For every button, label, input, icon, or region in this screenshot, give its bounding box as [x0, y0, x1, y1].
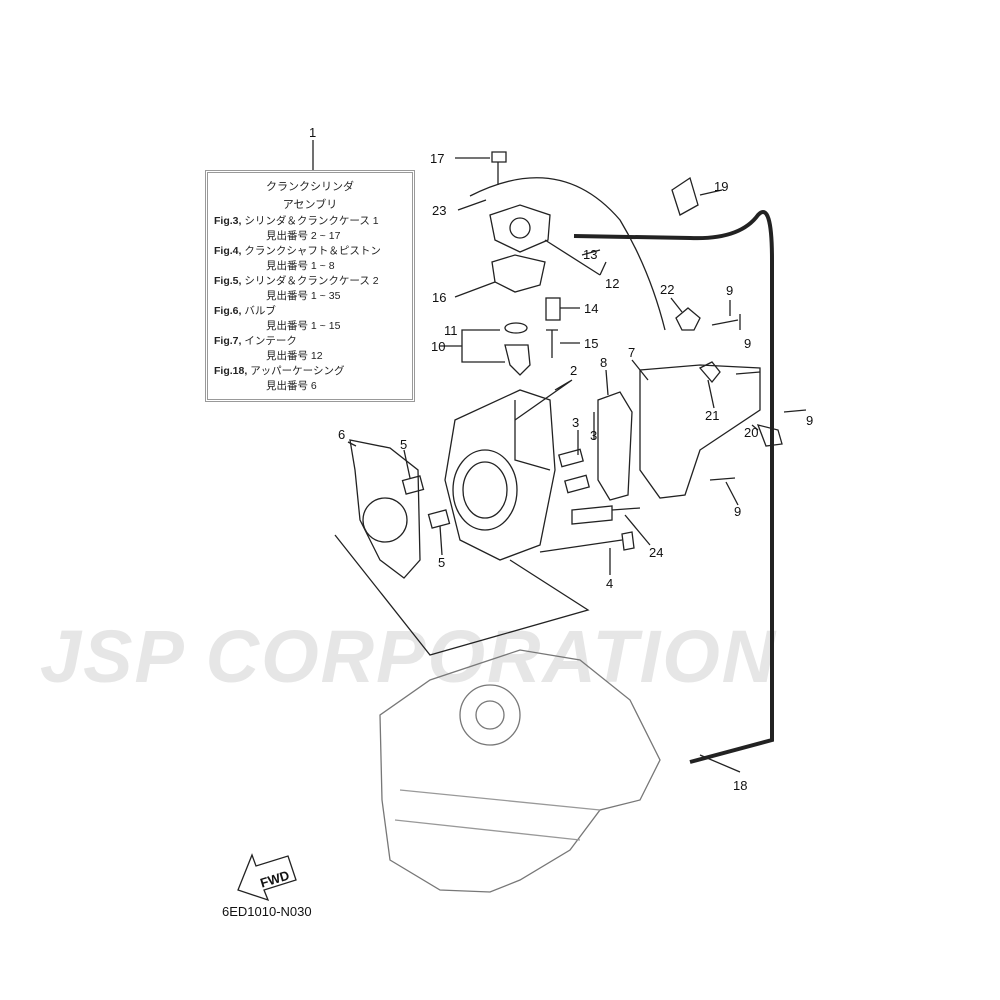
fig-ref: 見出番号 1 ~ 8: [266, 260, 335, 272]
callout-16: 16: [432, 290, 446, 305]
cylinder-head-cover: [639, 364, 761, 499]
fig-ref: 見出番号 1 ~ 15: [266, 320, 341, 332]
callout-14: 14: [584, 301, 598, 316]
legend-entry: Fig.3, シリンダ＆クランクケース 1: [214, 214, 406, 229]
callout-19: 19: [714, 179, 728, 194]
callout-numbers: 1 17 19 23 13 12 16 22 9 14 11 15 10 8 7…: [309, 125, 813, 793]
fig-number: Fig.7,: [214, 335, 242, 347]
callout-22: 22: [660, 282, 674, 297]
legend-entry: Fig.4, クランクシャフト＆ピストン: [214, 244, 406, 259]
fig-ref: 見出番号 6: [266, 380, 317, 392]
fig-number: Fig.5,: [214, 275, 242, 287]
fig-ref: 見出番号 12: [266, 350, 323, 362]
legend-entry: Fig.5, シリンダ＆クランクケース 2: [214, 274, 406, 289]
watermark: JSP CORPORATION: [40, 615, 777, 698]
fig-name: クランクシャフト＆ピストン: [244, 245, 381, 257]
fig-ref: 見出番号 2 ~ 17: [266, 230, 341, 242]
legend-entry: Fig.6, バルブ: [214, 304, 406, 319]
callout-5: 5: [438, 555, 445, 570]
diagram-code: 6ED1010-N030: [222, 904, 312, 919]
thermostat: [504, 344, 531, 376]
callout-18: 18: [733, 778, 747, 793]
callout-9: 9: [744, 336, 751, 351]
callout-12: 12: [605, 276, 619, 291]
callout-5: 5: [400, 437, 407, 452]
thermostat-cover: [489, 204, 551, 253]
legend-entry: Fig.7, インテーク: [214, 334, 406, 349]
legend-title-1: クランクシリンダ: [266, 181, 354, 193]
fig-name: インテーク: [244, 335, 297, 347]
fig-number: Fig.18,: [214, 365, 248, 377]
fig-number: Fig.6,: [214, 305, 242, 317]
callout-11: 11: [444, 323, 458, 338]
callout-21: 21: [705, 408, 719, 423]
callout-24: 24: [649, 545, 663, 560]
callout-10: 10: [431, 339, 445, 354]
callout-9: 9: [726, 283, 733, 298]
callout-9: 9: [734, 504, 741, 519]
fig-name: シリンダ＆クランクケース 1: [244, 215, 379, 227]
callout-4: 4: [606, 576, 613, 591]
legend-title-2: アセンブリ: [282, 199, 338, 211]
callout-2: 2: [570, 363, 577, 378]
callout-1: 1: [309, 125, 316, 140]
callout-6: 6: [338, 427, 345, 442]
fig-number: Fig.4,: [214, 245, 242, 257]
callout-15: 15: [584, 336, 598, 351]
cylinder-block: [444, 389, 556, 561]
callout-20: 20: [744, 425, 758, 440]
fig-name: バルブ: [244, 305, 276, 317]
callout-8: 8: [600, 355, 607, 370]
callout-3: 3: [590, 428, 597, 443]
callout-7: 7: [628, 345, 635, 360]
cylinder-head-gasket: [349, 439, 421, 579]
cover-gasket: [597, 391, 633, 501]
fig-ref: 見出番号 1 ~ 35: [266, 290, 341, 302]
callout-17: 17: [430, 151, 444, 166]
legend-entry: Fig.18, アッパーケーシング: [214, 364, 406, 379]
fig-number: Fig.3,: [214, 215, 242, 227]
fig-name: アッパーケーシング: [250, 365, 345, 377]
callout-9: 9: [806, 413, 813, 428]
parts-drawing: [312, 140, 807, 893]
assembly-legend-box: クランクシリンダ アセンブリ Fig.3, シリンダ＆クランクケース 1 見出番…: [205, 170, 415, 402]
fig-name: シリンダ＆クランクケース 2: [244, 275, 379, 287]
callout-23: 23: [432, 203, 446, 218]
callout-3: 3: [572, 415, 579, 430]
fwd-arrow-icon: FWD: [237, 853, 297, 902]
callout-13: 13: [583, 247, 597, 262]
